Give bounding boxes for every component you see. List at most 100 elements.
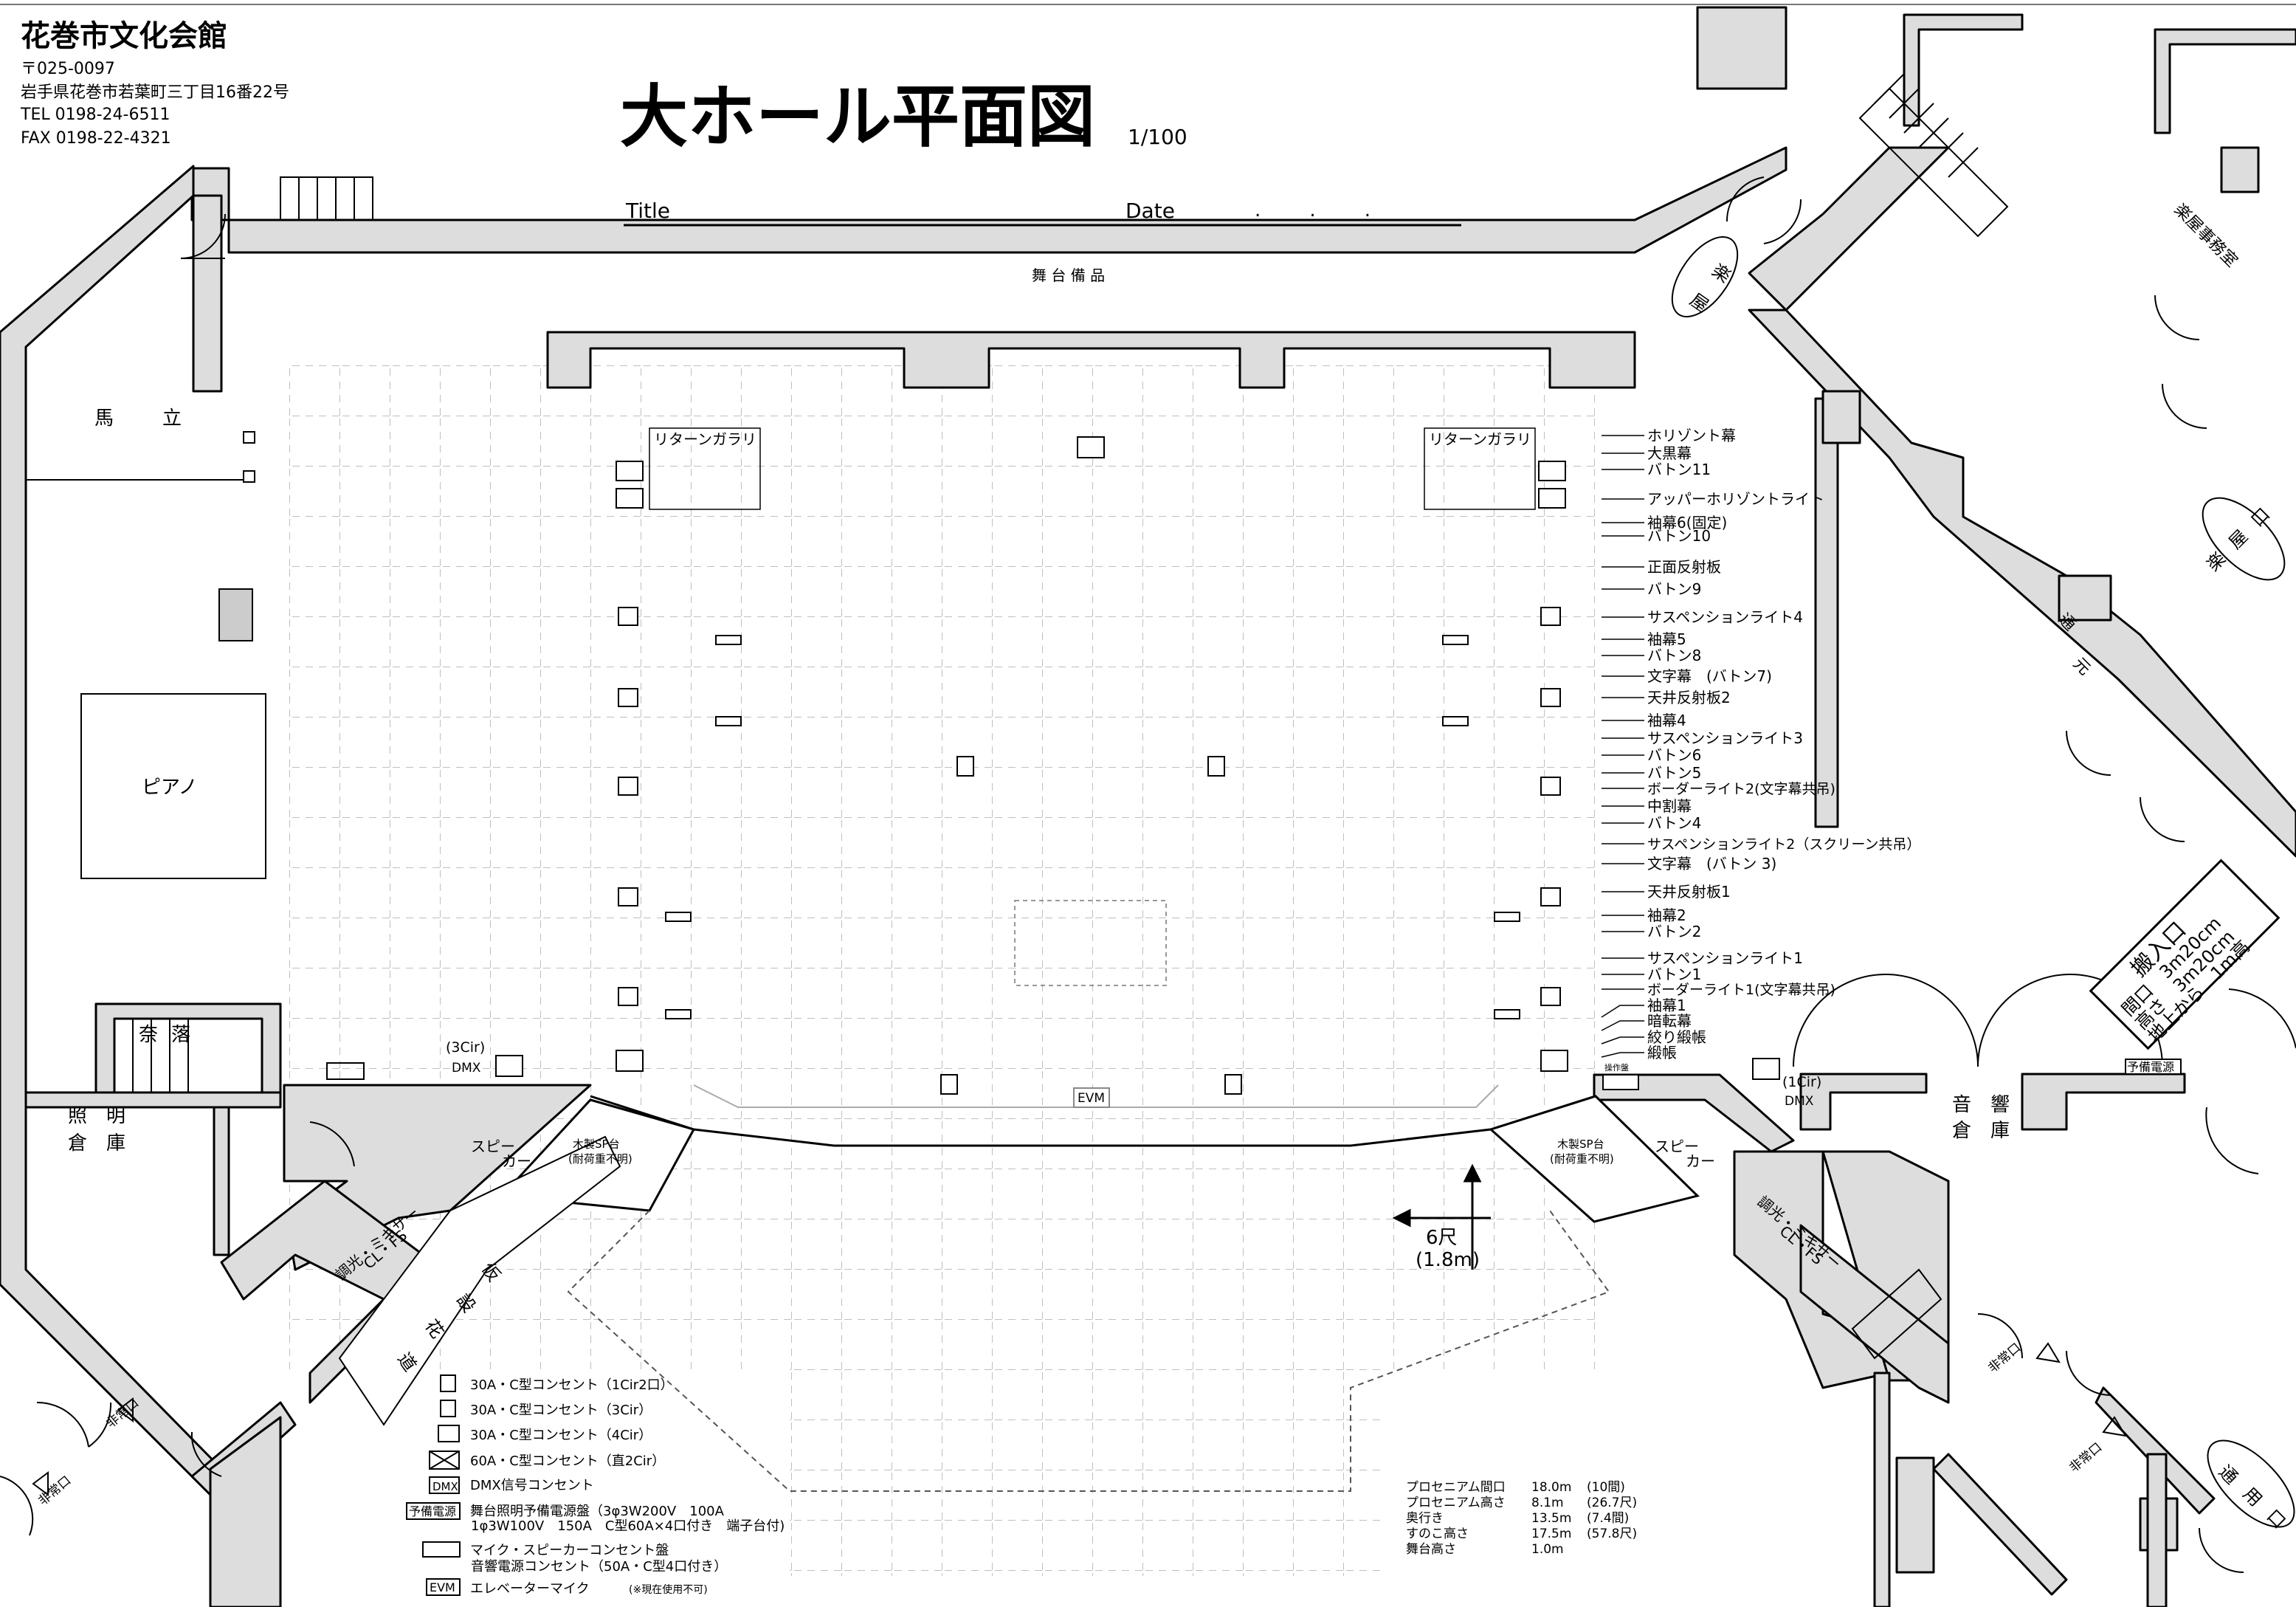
batten-label: バトン4 — [1647, 814, 1701, 832]
batten-label: 大黒幕 — [1647, 444, 1692, 462]
corridor-label-2: 元 — [2069, 655, 2094, 679]
door-swings — [0, 176, 2296, 1573]
piano-area — [80, 693, 266, 879]
evm-label: EVM — [1078, 1091, 1105, 1106]
batten-label: サスペンションライト2（スクリーン共吊） — [1647, 836, 1920, 853]
sound-storage-label-2: 倉 庫 — [1952, 1120, 2010, 1142]
lighting-storage-label-2: 倉 庫 — [68, 1132, 125, 1155]
mic-panel-icon — [422, 1541, 461, 1558]
batten-label: 天井反射板2 — [1647, 689, 1731, 706]
speaker-right-label-2: カー — [1686, 1152, 1715, 1170]
batten-leader — [1601, 1036, 1644, 1045]
batten-label: バトン8 — [1647, 647, 1701, 664]
legend-item: エレベーターマイク — [470, 1581, 590, 1597]
batten-label: バトン9 — [1647, 580, 1701, 598]
legend-item: 音響電源コンセント（50A・C型4口付き） — [471, 1559, 727, 1575]
speaker-left-label-1: スピー — [471, 1138, 515, 1155]
spec-value: 8.1m — [1531, 1496, 1564, 1510]
spec-note: (7.4間) — [1587, 1511, 1629, 1526]
dmx-label-left: DMX — [452, 1061, 481, 1076]
batten-label: サスペンションライト4 — [1647, 608, 1803, 626]
batten-label: 中割幕 — [1647, 797, 1692, 815]
legend-item: 1φ3W100V 150A C型60A×4口付き 端子台付) — [471, 1518, 785, 1534]
batten-labels: ホリゾント幕大黒幕バトン11アッパーホリゾントライト袖幕6(固定)バトン10正面… — [1647, 427, 1920, 1061]
spare-power-icon — [406, 1502, 461, 1520]
spec-note: (10間) — [1587, 1480, 1625, 1495]
stage-outlets — [495, 436, 2182, 1108]
spec-label: プロセニアム間口 — [1406, 1480, 1506, 1495]
wood-sp-right-label-2: (耐荷重不明) — [1550, 1152, 1614, 1166]
date-field-label: Date — [1125, 199, 1175, 223]
piano-label: ピアノ — [142, 777, 198, 799]
outlet-3-icon — [440, 1400, 456, 1417]
loading-dock-sign: 搬入口 間口 3m20cm 高さ 3m20cm 地上から 1m高 — [2089, 858, 2281, 1050]
stairs-right — [1851, 73, 2009, 1360]
speaker-left-label-2: カー — [502, 1152, 531, 1170]
gakuya-arrow-badge: 楽 屋 — [1671, 235, 1739, 318]
legend-item: 30A・C型コンセント（1Cir2口） — [470, 1377, 674, 1393]
gakuya-office-label: 楽屋事務室 — [2171, 201, 2241, 271]
batten-label: サスペンションライト1 — [1647, 949, 1803, 967]
service-entrance-badge: 通 用 口 — [2207, 1439, 2295, 1532]
batten-label: 袖幕4 — [1647, 712, 1686, 729]
speaker-right-label-1: スピー — [1655, 1138, 1699, 1155]
address: 岩手県花巻市若葉町三丁目16番22号 — [21, 83, 289, 102]
legend-item: DMX信号コンセント — [470, 1478, 594, 1493]
batten-label: 天井反射板1 — [1647, 883, 1731, 901]
batten-label: バトン6 — [1647, 746, 1701, 764]
venue-name: 花巻市文化会館 — [21, 19, 227, 53]
plan-scale: 1/100 — [1128, 125, 1187, 149]
batten-leader — [1601, 1052, 1644, 1058]
batten-label: バトン11 — [1647, 461, 1711, 478]
audience-grid — [790, 1369, 1380, 1576]
stage-storage-label: 舞 台 備 品 — [1032, 266, 1105, 284]
batten-label: バトン10 — [1647, 527, 1711, 545]
batten-label: ボーダーライト1(文字幕共吊) — [1647, 982, 1835, 998]
dmx-icon — [429, 1476, 460, 1494]
spec-note: (57.8尺) — [1587, 1527, 1637, 1541]
return-gallery-left — [649, 427, 761, 510]
spec-label: すのこ高さ — [1406, 1527, 1469, 1541]
wood-sp-right — [1489, 1095, 1700, 1223]
dmx-icon-text: DMX — [432, 1480, 458, 1493]
batten-label: アッパーホリゾントライト — [1647, 490, 1824, 508]
direction-value: 6尺 — [1426, 1227, 1458, 1249]
batten-label: 文字幕 (バトン 3) — [1647, 855, 1776, 873]
legend-item: 舞台照明予備電源盤（3φ3W200V 100A — [470, 1504, 725, 1519]
control-panel-label: 操作盤 — [1604, 1062, 1629, 1073]
uma-label: 馬 — [94, 407, 114, 430]
legend: DMX 予備電源 EVM 30A・C型コンセント（1Cir2口）30A・C型コン… — [406, 1374, 785, 1597]
legend-item: 30A・C型コンセント（3Cir） — [470, 1403, 652, 1418]
legend-icons — [406, 1374, 461, 1596]
tate-label: 立 — [162, 407, 182, 430]
gakuya-entrance-badge: 楽 屋 口 — [2202, 497, 2286, 581]
legend-note: (※現在使用不可) — [629, 1583, 708, 1596]
batten-label: バトン5 — [1647, 764, 1701, 782]
emergency-exit-3: 非常口 — [1985, 1341, 2024, 1376]
batten-label: 袖幕6(固定) — [1647, 514, 1727, 531]
return-gallery-right — [1424, 427, 1536, 510]
naraku-label-2: 落 — [171, 1024, 190, 1046]
spec-label: 奥行き — [1406, 1511, 1444, 1526]
hanamichi — [338, 1135, 621, 1426]
return-gallery-left-label: リターンガラリ — [654, 430, 756, 448]
spec-label: プロセニアム高さ — [1406, 1496, 1506, 1510]
plan-title: 大ホール平面図 — [620, 78, 1095, 156]
legend-item: マイク・スピーカーコンセント盤 — [470, 1543, 669, 1558]
outlet-4-icon — [438, 1425, 460, 1442]
dmx-label-right: DMX — [1785, 1094, 1814, 1109]
spec-value: 13.5m — [1531, 1511, 1571, 1526]
batten-label: バトン2 — [1647, 923, 1701, 940]
cir3-label: (3Cir) — [446, 1039, 485, 1056]
spec-value: 1.0m — [1531, 1542, 1564, 1557]
scale-arrows — [1392, 1163, 1491, 1270]
emergency-exit-4: 非常口 — [2066, 1440, 2105, 1476]
audience-outline — [567, 1210, 1610, 1492]
wood-sp-right-label-1: 木製SP台 — [1557, 1138, 1604, 1151]
stairs-naraku — [114, 1018, 263, 1093]
outlet-2-icon — [440, 1374, 456, 1392]
spec-note: (26.7尺) — [1587, 1496, 1637, 1510]
spare-power-label: 予備電源 — [2127, 1060, 2174, 1074]
